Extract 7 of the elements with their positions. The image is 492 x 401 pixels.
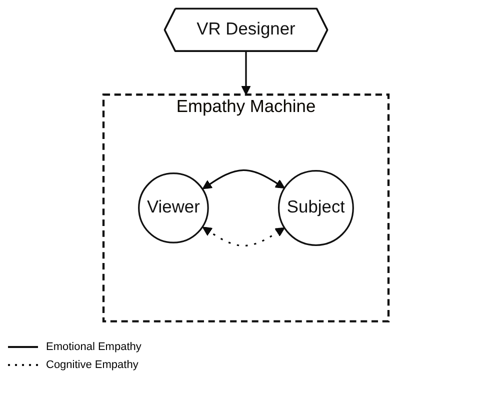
node-circle: Subject bbox=[278, 170, 354, 246]
legend-text: Cognitive Empathy bbox=[46, 359, 138, 371]
node-circle: Viewer bbox=[138, 172, 209, 244]
arrow bbox=[202, 169, 285, 190]
legend-text: Emotional Empathy bbox=[46, 341, 142, 353]
arrow bbox=[202, 226, 285, 247]
arrow bbox=[241, 51, 251, 96]
